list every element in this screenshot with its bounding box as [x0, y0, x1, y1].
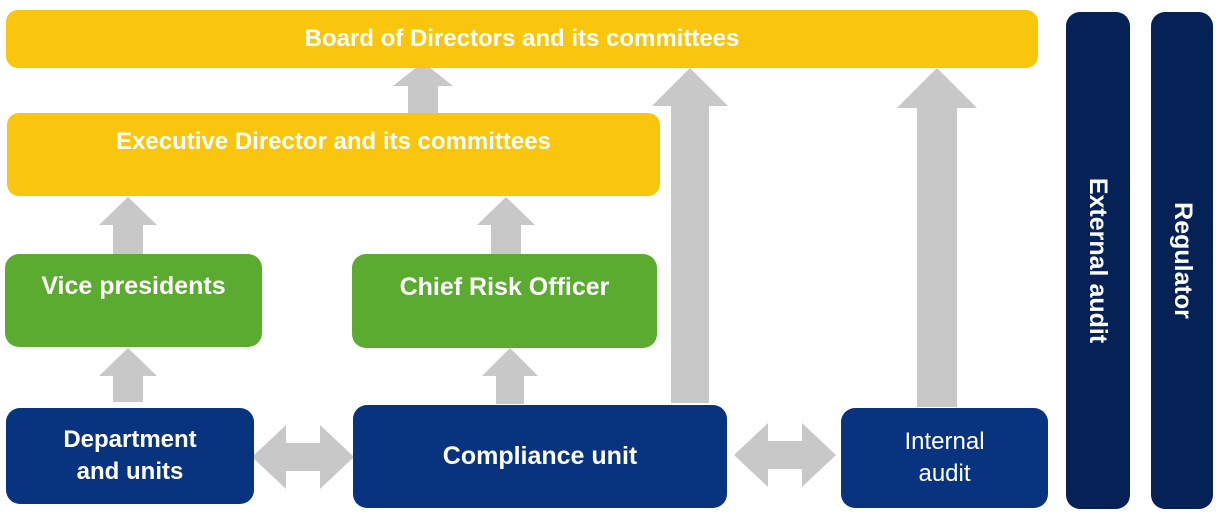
vice-presidents-label: Vice presidents — [41, 272, 226, 300]
arrow-executive-to-board — [393, 62, 453, 114]
arrow-compliance-internal-audit-bidirectional — [734, 423, 836, 487]
executive-director-box: Executive Director and its committees — [7, 113, 660, 196]
internal-audit-label-line2: audit — [918, 460, 971, 487]
arrow-departments-to-vp — [99, 348, 157, 402]
chief-risk-officer-box: Chief Risk Officer — [352, 254, 657, 348]
board-of-directors-box: Board of Directors and its committees — [6, 10, 1038, 68]
arrow-vp-to-executive — [99, 197, 157, 254]
external-audit-box: External audit — [1066, 12, 1130, 509]
department-and-units-box: Department and units — [6, 408, 254, 504]
internal-audit-label-line1: Internal — [904, 428, 985, 455]
arrow-departments-compliance-bidirectional — [252, 425, 354, 489]
executive-director-label: Executive Director and its committees — [116, 128, 551, 155]
board-of-directors-label: Board of Directors and its committees — [304, 25, 740, 52]
regulator-box: Regulator — [1151, 12, 1213, 509]
internal-audit-box: Internal audit — [841, 408, 1048, 508]
regulator-label: Regulator — [1168, 202, 1197, 319]
compliance-unit-label: Compliance unit — [442, 442, 638, 470]
compliance-unit-box: Compliance unit — [353, 405, 727, 508]
chief-risk-officer-label: Chief Risk Officer — [399, 273, 610, 301]
department-label-line1: Department — [63, 426, 197, 453]
arrow-cro-to-executive — [477, 197, 535, 254]
arrow-compliance-to-board — [652, 68, 728, 403]
department-label-line2: and units — [76, 458, 184, 485]
vice-presidents-box: Vice presidents — [5, 254, 262, 347]
external-audit-label: External audit — [1084, 177, 1113, 344]
arrow-compliance-to-cro — [482, 348, 538, 404]
arrow-internal-audit-to-board — [897, 68, 977, 407]
